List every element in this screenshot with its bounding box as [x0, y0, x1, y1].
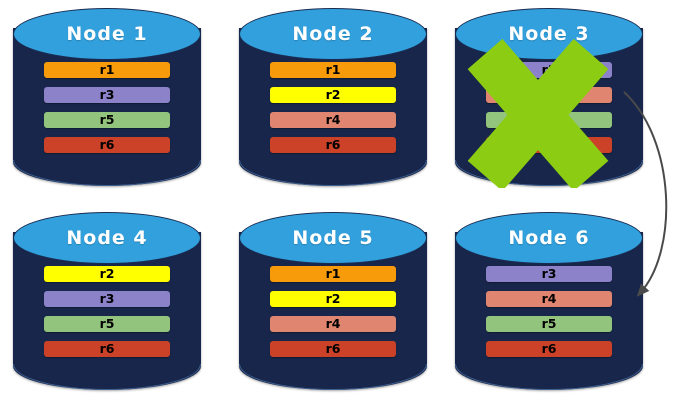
node-5-top-disk: [239, 212, 427, 264]
node-2-row-r1[interactable]: r1: [270, 62, 396, 78]
node-4-top-disk: [13, 212, 201, 264]
node-1-top-disk: [13, 8, 201, 60]
node-4-row-r3[interactable]: r3: [44, 291, 170, 307]
node-6-row-r5[interactable]: r5: [486, 316, 612, 332]
node-6-top-disk: [455, 212, 643, 264]
node-5-row-r6[interactable]: r6: [270, 341, 396, 357]
node-6-rows: r3 r4 r5 r6: [486, 266, 612, 357]
node-1-row-r3[interactable]: r3: [44, 87, 170, 103]
node-2-row-r2[interactable]: r2: [270, 87, 396, 103]
node-4-row-r5[interactable]: r5: [44, 316, 170, 332]
node-4-row-r2[interactable]: r2: [44, 266, 170, 282]
node-2-row-r4[interactable]: r4: [270, 112, 396, 128]
node-2-row-r6[interactable]: r6: [270, 137, 396, 153]
node-3-row-r3[interactable]: r3: [486, 62, 612, 78]
node-3-row-r5[interactable]: r5: [486, 112, 612, 128]
node-5-row-r2[interactable]: r2: [270, 291, 396, 307]
node-1-row-r5[interactable]: r5: [44, 112, 170, 128]
node-2-top-disk: [239, 8, 427, 60]
node-5-row-r4[interactable]: r4: [270, 316, 396, 332]
node-5-rows: r1 r2 r4 r6: [270, 266, 396, 357]
node-1-rows: r1 r3 r5 r6: [44, 62, 170, 153]
node-4-rows: r2 r3 r5 r6: [44, 266, 170, 357]
node-3-row-r4[interactable]: r4: [486, 87, 612, 103]
node-3-rows: r3 r4 r5 r6: [486, 62, 612, 153]
node-4-row-r6[interactable]: r6: [44, 341, 170, 357]
node-6-row-r3[interactable]: r3: [486, 266, 612, 282]
node-1-row-r6[interactable]: r6: [44, 137, 170, 153]
node-5-row-r1[interactable]: r1: [270, 266, 396, 282]
node-3-row-r6[interactable]: r6: [486, 137, 612, 153]
node-1-row-r1[interactable]: r1: [44, 62, 170, 78]
node-6-row-r6[interactable]: r6: [486, 341, 612, 357]
node-6-row-r4[interactable]: r4: [486, 291, 612, 307]
node-2-rows: r1 r2 r4 r6: [270, 62, 396, 153]
node-3-top-disk: [455, 8, 643, 60]
